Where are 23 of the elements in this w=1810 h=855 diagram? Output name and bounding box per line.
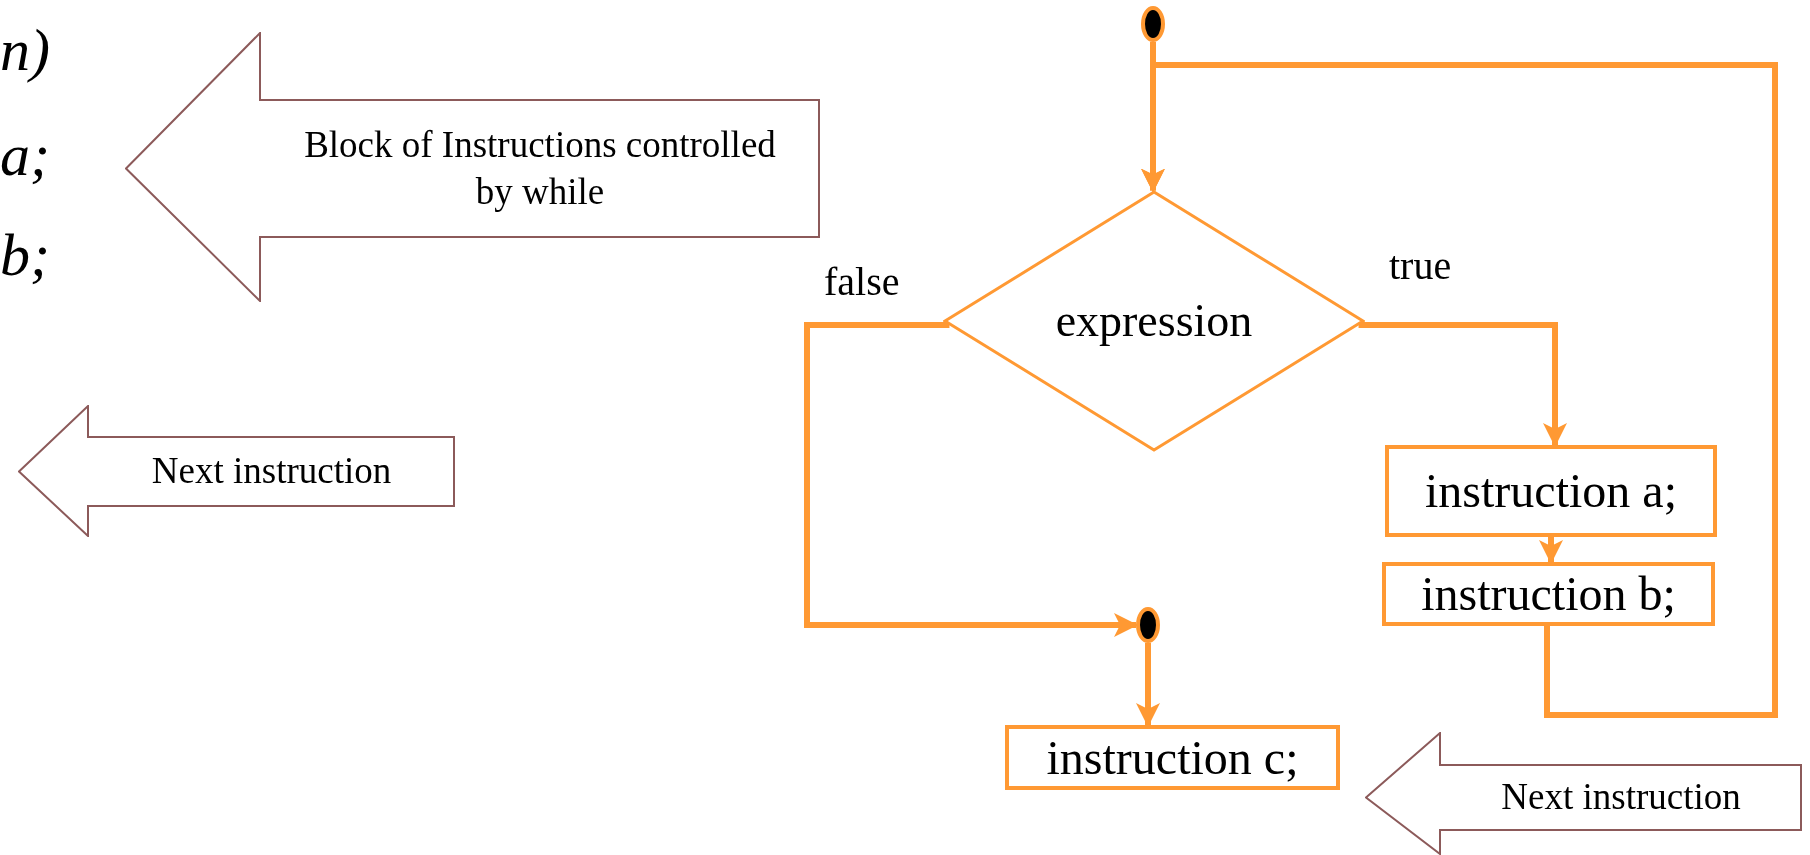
- node-text: Next instruction: [1501, 775, 1741, 820]
- process-box: [1382, 562, 1715, 626]
- decision-diamond: [943, 190, 1365, 452]
- flow-arrow: [1141, 62, 1778, 718]
- node-text: instruction a;: [1425, 463, 1677, 519]
- left-arrow-callout: [18, 405, 455, 537]
- flow-arrow: [1136, 643, 1160, 727]
- node-text: Next instruction: [151, 449, 392, 494]
- node-text: expression: [1055, 295, 1253, 347]
- flow-arrow: [1358, 322, 1567, 447]
- left-arrow-callout: [1365, 732, 1802, 855]
- node-text: instruction b;: [1421, 566, 1676, 622]
- code-fragment: a;: [0, 125, 50, 185]
- flow-arrow: [1539, 537, 1563, 564]
- flow-arrow: [804, 322, 1138, 637]
- node-text: instruction c;: [1046, 729, 1299, 786]
- connector-dot: [1141, 6, 1165, 42]
- node-text: Block of Instructions controlled by while: [303, 123, 777, 214]
- code-fragment: b;: [0, 225, 50, 285]
- process-box: [1385, 445, 1717, 537]
- left-arrow-callout: [125, 32, 820, 302]
- connector-dot: [1136, 607, 1160, 643]
- process-box: [1005, 725, 1340, 790]
